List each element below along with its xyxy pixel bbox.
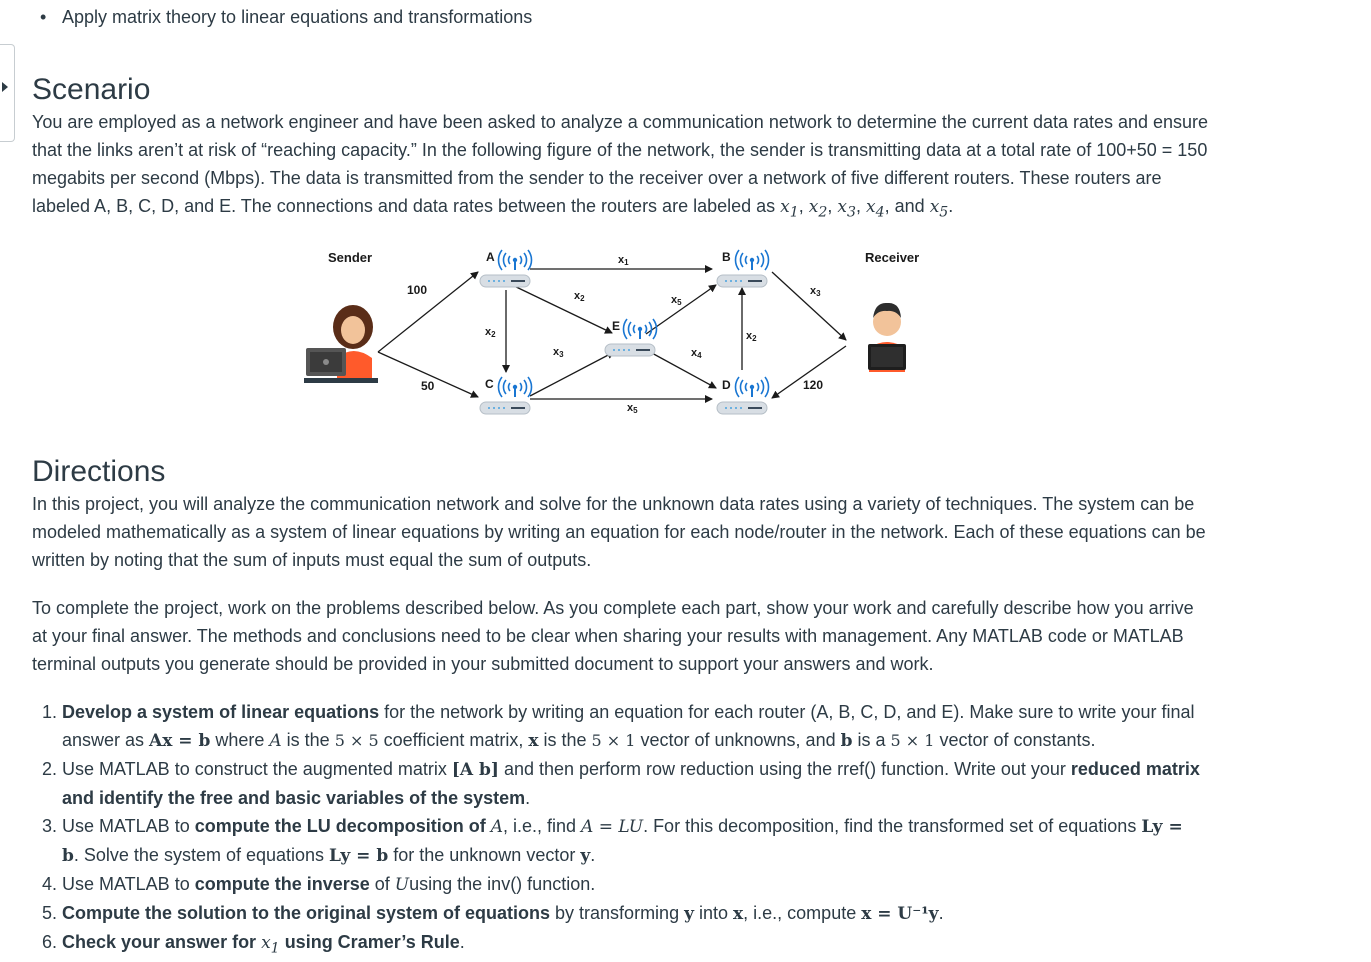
directions-paragraph-1: In this project, you will analyze the co…: [32, 494, 1206, 570]
receiver-person-icon: [868, 302, 906, 372]
edge-label-ae: x2: [574, 290, 585, 303]
router-icon: [604, 343, 656, 357]
task-item-1: 1.Develop a system of linear equations f…: [42, 702, 1195, 751]
var-x3: x3: [837, 197, 857, 221]
router-b: B: [716, 249, 770, 288]
var-x4: x4: [866, 197, 885, 221]
edge-e-b: [645, 284, 717, 335]
edge-label-ed: x4: [691, 347, 702, 360]
wifi-icon: [497, 376, 533, 398]
task-item-6: 6.Check your answer for x1 using Cramer’…: [42, 932, 465, 957]
expand-arrow-icon[interactable]: [2, 82, 8, 92]
var-x5: x5: [929, 197, 949, 221]
router-c-label: C: [485, 377, 494, 391]
scenario-heading: Scenario: [32, 73, 151, 106]
edge-a-e: [509, 283, 613, 334]
router-b-label: B: [722, 250, 731, 264]
wifi-icon: [497, 249, 533, 271]
edge-d-receiver: [771, 345, 847, 399]
rate-100-label: 100: [407, 283, 427, 297]
task-item-5: 5.Compute the solution to the original s…: [42, 903, 944, 924]
router-e-label: E: [612, 319, 620, 333]
objective-bullet: • Apply matrix theory to linear equations…: [40, 4, 532, 30]
router-icon: [479, 274, 531, 288]
edge-c-e: [529, 351, 615, 397]
scenario-text: You are employed as a network engineer a…: [32, 112, 1209, 216]
wifi-icon: [734, 376, 770, 398]
rate-120-label: 120: [803, 378, 823, 392]
edge-label-ac: x2: [485, 326, 496, 339]
edge-label-ce: x3: [553, 346, 564, 359]
task-item-3: 3. Use MATLAB to compute the LU decompos…: [42, 816, 1183, 866]
router-a-label: A: [486, 250, 495, 264]
task-item-2: 2.Use MATLAB to construct the augmented …: [42, 759, 1200, 808]
router-e: E: [604, 318, 658, 357]
edge-label-bd: x2: [746, 330, 757, 343]
section-collapse-bracket[interactable]: [0, 44, 15, 142]
network-diagram: A B C D E Sender Receiver 10: [304, 249, 919, 415]
var-x1: x1: [780, 197, 799, 221]
objective-text: Apply matrix theory to linear equations …: [62, 7, 533, 27]
edge-label-x1: x1: [618, 254, 629, 267]
scenario-paragraph: You are employed as a network engineer a…: [32, 112, 1209, 221]
var-x2: x2: [808, 197, 828, 221]
router-a: A: [479, 249, 533, 288]
edge-sender-c: [377, 351, 479, 398]
wifi-icon: [734, 249, 770, 271]
edge-label-cd: x5: [627, 402, 638, 415]
edge-b-receiver: [771, 271, 847, 341]
router-icon: [479, 401, 531, 415]
directions-heading: Directions: [32, 455, 166, 488]
directions-paragraph-2: To complete the project, work on the pro…: [32, 598, 1194, 674]
router-icon: [716, 401, 768, 415]
wifi-icon: [622, 318, 658, 340]
sender-person-icon: [304, 305, 378, 383]
router-c: C: [479, 376, 533, 415]
router-icon: [716, 274, 768, 288]
edge-label-eb: x5: [671, 294, 682, 307]
bullet-dot: •: [40, 7, 47, 27]
task-item-4: 4.Use MATLAB to compute the inverse of U…: [42, 874, 596, 895]
edge-e-d: [649, 351, 717, 389]
edge-label-b-receiver: x3: [810, 285, 821, 298]
receiver-label: Receiver: [865, 250, 919, 265]
rate-50-label: 50: [421, 379, 435, 393]
edge-sender-a: [377, 271, 479, 353]
router-d: D: [716, 376, 770, 415]
sender-label: Sender: [328, 250, 372, 265]
router-d-label: D: [722, 378, 731, 392]
task-list: 1.Develop a system of linear equations f…: [32, 698, 1202, 962]
